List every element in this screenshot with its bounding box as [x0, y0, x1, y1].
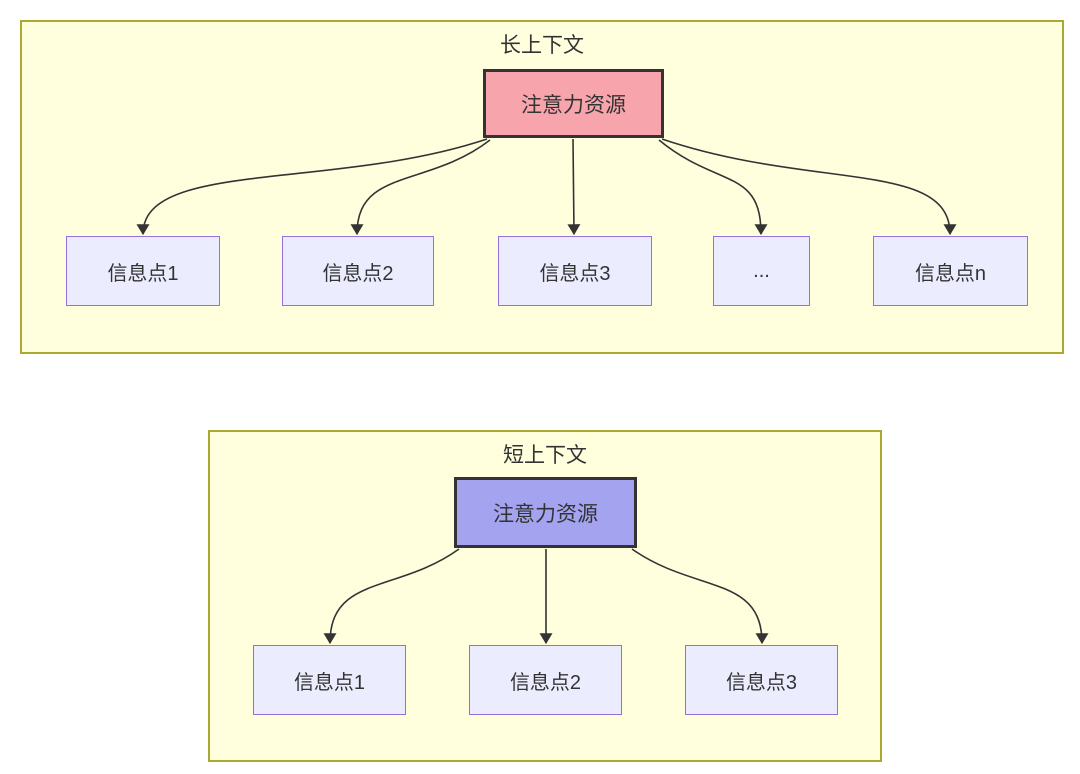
long-target-node-n: 信息点n [873, 236, 1028, 306]
short-target-node-2: 信息点2 [469, 645, 622, 715]
short-context-title: 短上下文 [503, 444, 587, 467]
long-context-title: 长上下文 [500, 34, 584, 57]
long-attention-node: 注意力资源 [483, 69, 664, 138]
long-target-node-3: 信息点3 [498, 236, 652, 306]
short-target-node-1: 信息点1 [253, 645, 406, 715]
long-target-node-2: 信息点2 [282, 236, 434, 306]
long-target-node-ellipsis: ... [713, 236, 810, 306]
long-target-node-1: 信息点1 [66, 236, 220, 306]
short-attention-node: 注意力资源 [454, 477, 637, 548]
short-target-node-3: 信息点3 [685, 645, 838, 715]
